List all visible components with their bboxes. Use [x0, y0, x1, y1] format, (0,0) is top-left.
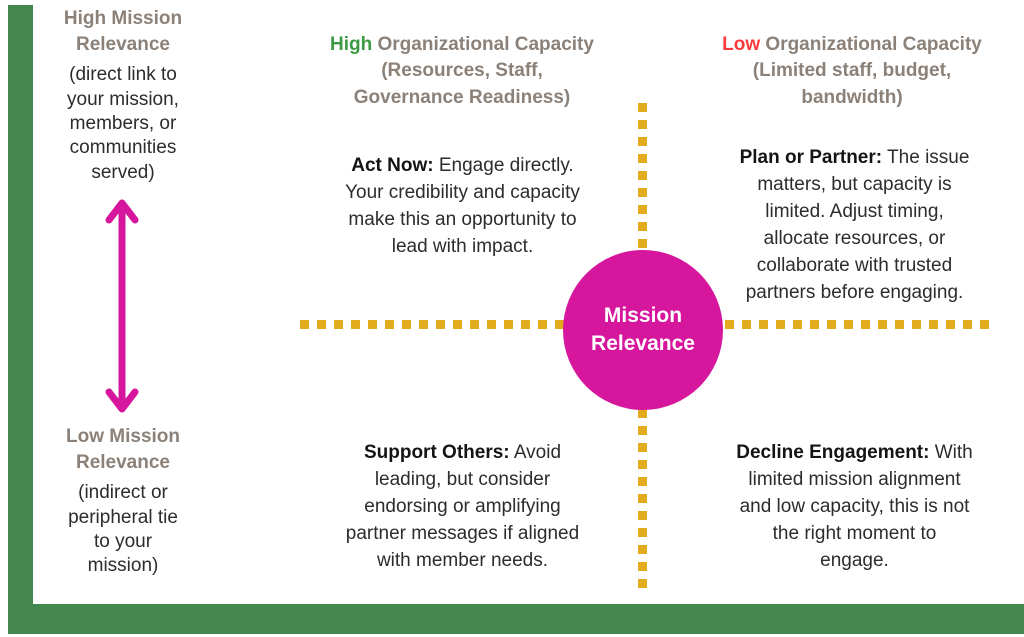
quadrant-act-now: Act Now: Engage directly. Your credibili…	[290, 126, 635, 261]
quadrant-support-others: Support Others: Avoid leading, but consi…	[290, 413, 635, 575]
mission-relevance-axis-arrow-icon	[101, 198, 143, 414]
high-mission-relevance-label-group: High Mission Relevance (direct link to y…	[28, 6, 218, 185]
quadrant-plan-or-partner: Plan or Partner: The issue matters, but …	[682, 118, 1024, 307]
mission-relevance-circle-label: Mission Relevance	[591, 303, 695, 355]
high-capacity-heading-rest: Organizational Capacity (Resources, Staf…	[353, 33, 594, 108]
high-capacity-column-heading: High Organizational Capacity (Resources,…	[292, 5, 632, 111]
plan-or-partner-lead: Plan or Partner:	[739, 146, 883, 168]
high-word: High	[330, 33, 373, 55]
support-others-body: Avoid leading, but consider endorsing or…	[345, 441, 580, 571]
low-mission-relevance-label-group: Low Mission Relevance (indirect or perip…	[28, 424, 218, 579]
high-mission-relevance-title: High Mission Relevance	[63, 8, 183, 55]
act-now-body: Engage directly. Your credibility and ca…	[345, 154, 580, 257]
low-word: Low	[722, 33, 761, 55]
low-mission-relevance-subtext: (indirect or peripheral tie to your miss…	[68, 482, 178, 577]
low-capacity-heading-rest: Organizational Capacity (Limited staff, …	[752, 33, 982, 108]
frame-left-bar	[8, 5, 33, 633]
quadrant-decline-engagement: Decline Engagement: With limited mission…	[682, 413, 1024, 575]
low-mission-relevance-title: Low Mission Relevance	[66, 426, 180, 473]
mission-relevance-circle: Mission Relevance	[563, 250, 723, 410]
act-now-lead: Act Now:	[351, 154, 434, 176]
decline-engagement-body: With limited mission alignment and low c…	[739, 441, 973, 571]
high-mission-relevance-subtext: (direct link to your mission, members, o…	[67, 64, 179, 183]
plan-or-partner-body: The issue matters, but capacity is limit…	[745, 146, 970, 303]
decline-engagement-lead: Decline Engagement:	[736, 441, 930, 463]
frame-bottom-bar	[8, 604, 1024, 634]
low-capacity-column-heading: Low Organizational Capacity (Limited sta…	[682, 5, 1022, 111]
support-others-lead: Support Others:	[363, 441, 510, 463]
